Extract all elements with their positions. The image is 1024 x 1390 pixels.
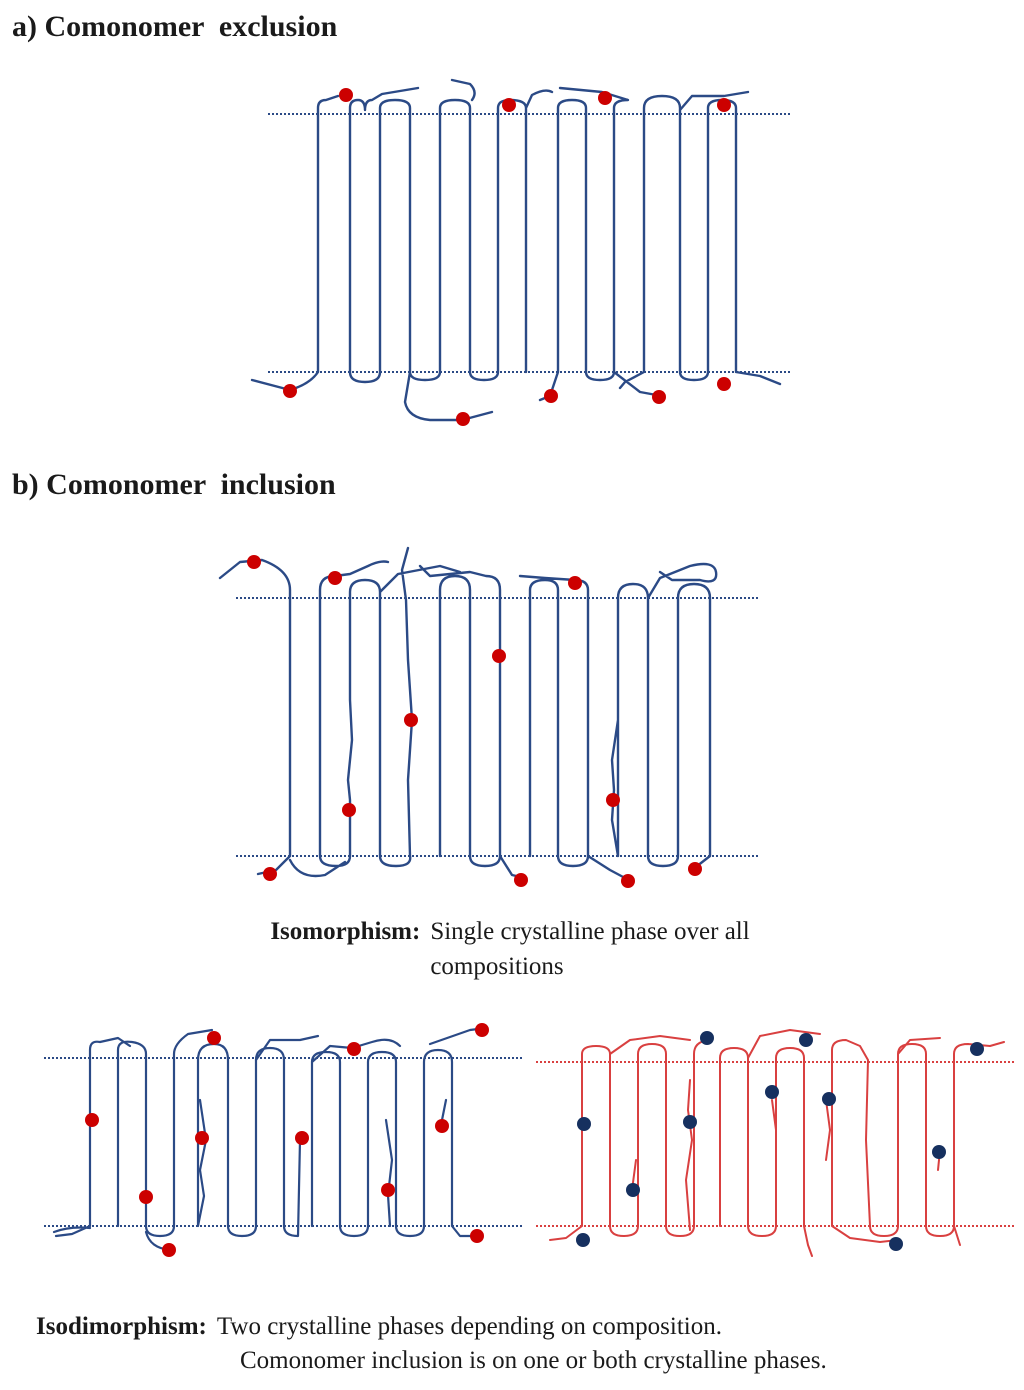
- comonomer-unit: [576, 1233, 590, 1247]
- comonomer-unit: [577, 1117, 591, 1131]
- comonomer-unit: [568, 576, 582, 590]
- comonomer-unit: [626, 1183, 640, 1197]
- polymer-chain: [52, 1026, 488, 1252]
- comonomer-unit: [652, 390, 666, 404]
- comonomer-unit: [889, 1237, 903, 1251]
- isomorphism-caption-line1: Isomorphism: Single crystalline phase ov…: [270, 918, 749, 945]
- comonomer-unit: [207, 1031, 221, 1045]
- comonomer-unit: [700, 1031, 714, 1045]
- comonomer-unit: [339, 88, 353, 102]
- polymer-chain: [549, 1029, 1005, 1257]
- comonomer-unit: [347, 1042, 361, 1056]
- comonomer-unit: [162, 1243, 176, 1257]
- comonomer-unit: [621, 874, 635, 888]
- comonomer-unit: [799, 1033, 813, 1047]
- comonomer-unit: [683, 1115, 697, 1129]
- comonomer-unit: [139, 1190, 153, 1204]
- comonomer-unit: [598, 91, 612, 105]
- polymer-chain: [218, 546, 718, 880]
- comonomer-unit: [247, 555, 261, 569]
- polymer-chain: [250, 78, 782, 422]
- isomorphism-term: Isomorphism:: [270, 918, 420, 945]
- comonomer-unit: [263, 867, 277, 881]
- comonomer-unit: [606, 793, 620, 807]
- comonomer-unit: [822, 1092, 836, 1106]
- comonomer-unit: [932, 1145, 946, 1159]
- panel-exclusion: [250, 78, 790, 426]
- comonomer-unit: [328, 571, 342, 585]
- isomorphism-description: Single crystalline phase over all: [430, 918, 749, 945]
- comonomer-unit: [283, 384, 297, 398]
- heading-inclusion: b) Comonomer inclusion: [12, 468, 336, 501]
- comonomer-unit: [502, 98, 516, 112]
- comonomer-unit: [435, 1119, 449, 1133]
- comonomer-unit: [765, 1085, 779, 1099]
- heading-exclusion: a) Comonomer exclusion: [12, 10, 338, 43]
- comonomer-unit: [456, 412, 470, 426]
- comonomer-unit: [404, 713, 418, 727]
- comonomer-unit: [470, 1229, 484, 1243]
- comonomer-unit: [295, 1131, 309, 1145]
- panel-isodimorphism-phase-2: [536, 1029, 1014, 1257]
- panel-inclusion: [218, 546, 760, 888]
- comonomer-unit: [514, 873, 528, 887]
- comonomer-unit: [342, 803, 356, 817]
- comonomer-unit: [195, 1131, 209, 1145]
- comonomer-unit: [544, 389, 558, 403]
- comonomer-unit: [381, 1183, 395, 1197]
- comonomer-unit: [717, 377, 731, 391]
- isodimorphism-description: Two crystalline phases depending on comp…: [217, 1313, 722, 1340]
- isodimorphism-caption-line1: Isodimorphism: Two crystalline phases de…: [36, 1313, 722, 1340]
- isomorphism-caption-line2: compositions: [430, 953, 563, 980]
- panel-isodimorphism-phase-1: [44, 1023, 522, 1257]
- comonomer-unit: [475, 1023, 489, 1037]
- comonomer-unit: [492, 649, 506, 663]
- comonomer-unit: [85, 1113, 99, 1127]
- comonomer-unit: [717, 98, 731, 112]
- isodimorphism-term: Isodimorphism:: [36, 1313, 207, 1340]
- isodimorphism-caption-line2: Comonomer inclusion is on one or both cr…: [240, 1347, 827, 1374]
- comonomer-unit: [970, 1042, 984, 1056]
- comonomer-unit: [688, 862, 702, 876]
